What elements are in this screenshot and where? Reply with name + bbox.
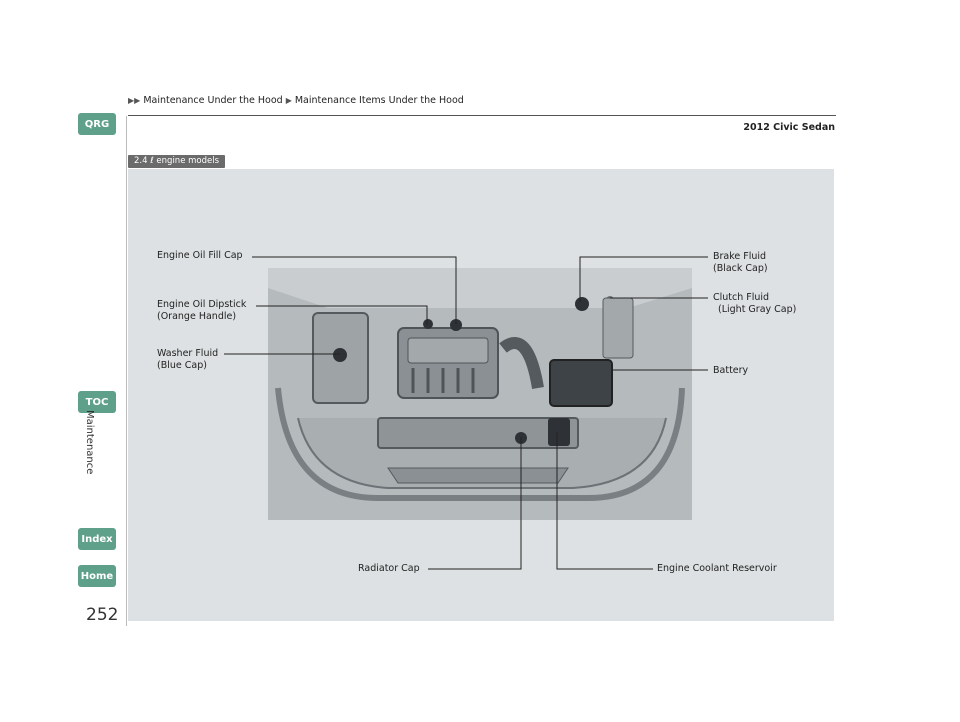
- home-button[interactable]: Home: [78, 565, 116, 587]
- header-divider: [128, 115, 836, 116]
- breadcrumb-link-maintenance-under-hood[interactable]: Maintenance Under the Hood: [143, 95, 283, 106]
- index-button[interactable]: Index: [78, 528, 116, 550]
- side-divider: [126, 116, 127, 626]
- label-brake-fluid: Brake Fluid: [713, 251, 767, 262]
- model-title: 2012 Civic Sedan: [743, 122, 835, 133]
- breadcrumb-current[interactable]: Maintenance Items Under the Hood: [294, 95, 464, 106]
- label-washer-fluid-sub: (Blue Cap): [157, 360, 207, 371]
- qrg-button[interactable]: QRG: [78, 113, 116, 135]
- label-radiator-cap: Radiator Cap: [358, 563, 420, 574]
- label-battery: Battery: [713, 365, 749, 376]
- breadcrumb: ▶▶ Maintenance Under the Hood ▶ Maintena…: [128, 95, 464, 106]
- label-engine-coolant-reservoir: Engine Coolant Reservoir: [657, 563, 777, 574]
- label-engine-oil-fill-cap: Engine Oil Fill Cap: [157, 250, 243, 261]
- label-clutch-fluid: Clutch Fluid: [713, 292, 770, 303]
- breadcrumb-arrow-icon: ▶▶: [128, 96, 141, 105]
- page-number: 252: [86, 605, 119, 625]
- label-washer-fluid: Washer Fluid: [157, 348, 219, 359]
- engine-bay-illustration: [268, 268, 692, 520]
- label-brake-fluid-sub: (Black Cap): [713, 263, 768, 274]
- label-clutch-fluid-sub: (Light Gray Cap): [718, 304, 797, 315]
- toc-button[interactable]: TOC: [78, 391, 116, 413]
- label-engine-oil-dipstick: Engine Oil Dipstick: [157, 299, 247, 310]
- label-engine-oil-dipstick-sub: (Orange Handle): [157, 311, 237, 322]
- breadcrumb-arrow-icon: ▶: [285, 96, 292, 105]
- engine-model-tag: 2.4 ℓ engine models: [128, 155, 226, 168]
